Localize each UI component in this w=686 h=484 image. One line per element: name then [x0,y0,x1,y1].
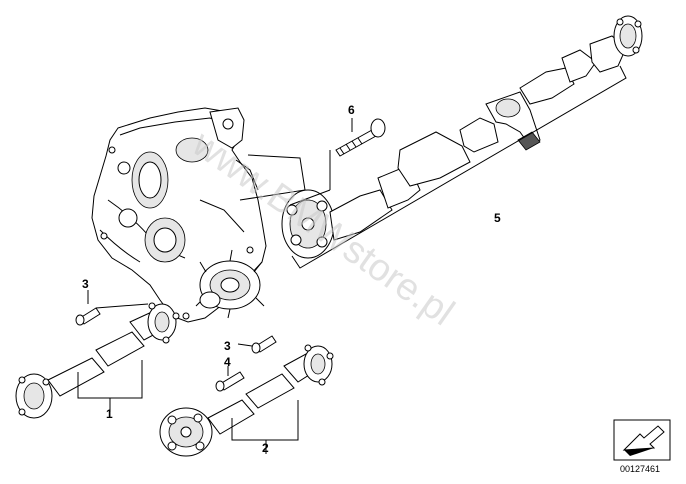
propeller-shaft-rear [281,15,643,269]
bolt-part-6 [289,118,386,206]
callout-4: 4 [224,355,231,369]
catalog-number: 00127461 [620,464,660,474]
propeller-shaft-front-1 [15,302,180,419]
bolt-part-4 [215,366,245,392]
callout-3-upper: 3 [82,277,89,291]
transfer-case [91,107,267,323]
callout-1: 1 [106,407,113,421]
callout-2: 2 [262,441,269,455]
bolt-part-3-lower [237,335,277,354]
callout-6: 6 [348,103,355,117]
callout-3-lower: 3 [224,339,231,353]
propeller-shaft-2 [159,344,334,457]
bolt-part-3-upper [75,290,149,326]
catalog-badge [613,419,671,461]
arrow-icon [622,425,665,451]
callout-5: 5 [494,211,501,225]
guide-lines-case [239,154,306,201]
